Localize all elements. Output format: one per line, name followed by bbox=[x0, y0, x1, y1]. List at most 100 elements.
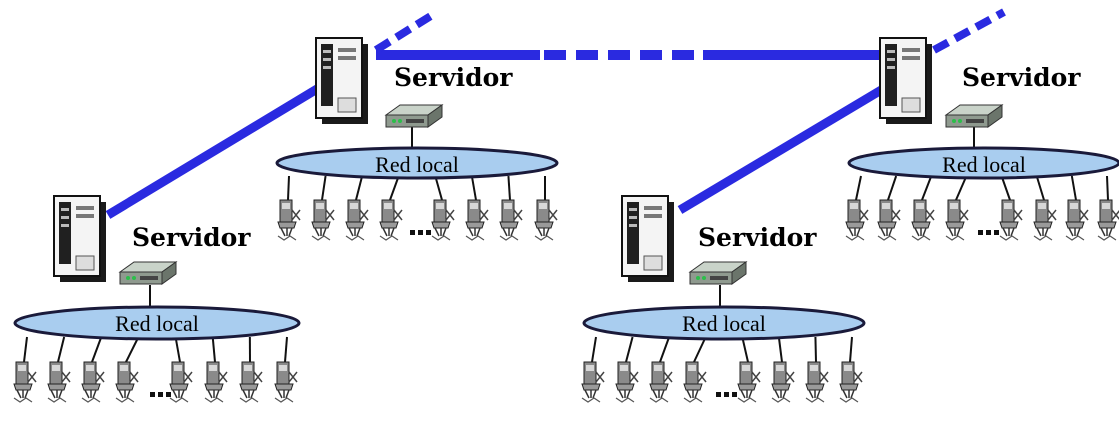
workstation-icon bbox=[649, 361, 673, 403]
lan-drop-line bbox=[1106, 175, 1109, 201]
lan-drop-line bbox=[23, 336, 28, 363]
workstation-icon bbox=[839, 361, 863, 403]
workstation-icon bbox=[465, 199, 489, 241]
lan-drop-lines bbox=[287, 175, 546, 201]
workstation-icon bbox=[845, 199, 869, 241]
lan-drop-line bbox=[591, 336, 597, 363]
workstation-icon bbox=[534, 199, 558, 241]
lan-drop-line bbox=[1070, 175, 1077, 201]
server-label: Servidor bbox=[394, 63, 513, 92]
lan-drop-line bbox=[287, 175, 290, 201]
lan-drop-line bbox=[921, 175, 933, 201]
workstation-icon bbox=[877, 199, 901, 241]
server-label: Servidor bbox=[698, 223, 817, 252]
lan-drop-line bbox=[389, 175, 400, 201]
workstation-icon bbox=[1065, 199, 1089, 241]
workstation-icon bbox=[615, 361, 639, 403]
link-node1-node2 bbox=[105, 82, 325, 219]
lan-drop-line bbox=[434, 175, 443, 201]
workstation-icon bbox=[499, 199, 523, 241]
workstation-icon bbox=[345, 199, 369, 241]
workstation-icon bbox=[277, 199, 301, 241]
workstation-icon bbox=[81, 361, 105, 403]
tower-server-icon bbox=[53, 195, 107, 283]
lan-drop-line bbox=[507, 175, 511, 201]
lan-drop-line bbox=[470, 175, 477, 201]
lan-drop-line bbox=[659, 336, 671, 363]
workstation-icon bbox=[805, 361, 829, 403]
server-label: Servidor bbox=[962, 63, 1081, 92]
lan-drop-line bbox=[1000, 175, 1011, 201]
lan-drop-line bbox=[625, 336, 634, 363]
lan-drop-line bbox=[174, 336, 181, 363]
lan-drop-line bbox=[355, 175, 364, 201]
lan-drop-line bbox=[1035, 175, 1045, 201]
link-node4-beyond bbox=[932, 8, 1006, 54]
node-2: Servidor Red local bbox=[275, 37, 559, 241]
server-label: Servidor bbox=[132, 223, 251, 252]
workstation-icon bbox=[911, 199, 935, 241]
workstation-row bbox=[277, 199, 558, 241]
ellipsis-dots-icon bbox=[410, 230, 431, 235]
network-hub-icon bbox=[119, 261, 177, 285]
lan-drop-line bbox=[741, 336, 749, 363]
ellipsis-dots-icon bbox=[716, 392, 737, 397]
workstation-icon bbox=[204, 361, 228, 403]
workstation-icon bbox=[239, 361, 263, 403]
lan-drop-line bbox=[855, 175, 862, 201]
lan-label: Red local bbox=[942, 152, 1026, 177]
workstation-icon bbox=[737, 361, 761, 403]
workstation-icon bbox=[1033, 199, 1057, 241]
node-4: Servidor Red local bbox=[845, 37, 1119, 241]
network-hub-icon bbox=[689, 261, 747, 285]
workstation-icon bbox=[311, 199, 335, 241]
tower-server-icon bbox=[879, 37, 933, 125]
lan-drop-line bbox=[955, 175, 968, 201]
network-hub-icon bbox=[385, 104, 443, 128]
ellipsis-dots-icon bbox=[978, 230, 999, 235]
workstation-row bbox=[845, 199, 1119, 241]
workstation-icon bbox=[169, 361, 193, 403]
network-hub-icon bbox=[945, 104, 1003, 128]
link-node3-node4 bbox=[677, 82, 891, 214]
workstation-icon bbox=[1097, 199, 1119, 241]
lan-drop-lines bbox=[855, 175, 1109, 201]
workstation-icon bbox=[999, 199, 1023, 241]
lan-ring bbox=[847, 146, 1119, 180]
lan-drop-line bbox=[777, 336, 783, 363]
workstation-icon bbox=[683, 361, 707, 403]
workstation-icon bbox=[47, 361, 71, 403]
workstation-icon bbox=[581, 361, 605, 403]
workstation-icon bbox=[945, 199, 969, 241]
lan-label: Red local bbox=[115, 311, 199, 336]
lan-drop-line bbox=[814, 336, 817, 363]
lan-drop-line bbox=[125, 336, 140, 363]
tower-server-icon bbox=[315, 37, 369, 125]
workstation-icon bbox=[274, 361, 298, 403]
lan-ring bbox=[582, 305, 866, 341]
lan-drop-line bbox=[849, 336, 853, 363]
lan-label: Red local bbox=[682, 311, 766, 336]
lan-drop-lines bbox=[23, 336, 288, 363]
backbone-links bbox=[105, 8, 1006, 219]
lan-drop-line bbox=[284, 336, 288, 363]
lan-ring bbox=[13, 305, 301, 341]
lan-drop-line bbox=[91, 336, 103, 363]
node-3: Servidor Red local bbox=[581, 195, 866, 403]
tower-server-icon bbox=[621, 195, 675, 283]
lan-drop-line bbox=[887, 175, 898, 201]
workstation-row bbox=[13, 361, 298, 403]
workstation-row bbox=[581, 361, 863, 403]
workstation-icon bbox=[13, 361, 37, 403]
link-node2-beyond bbox=[373, 10, 437, 54]
workstation-icon bbox=[431, 199, 455, 241]
lan-drop-line bbox=[57, 336, 66, 363]
lan-drop-line bbox=[211, 336, 216, 363]
ellipsis-dots-icon bbox=[150, 392, 171, 397]
lan-drop-lines bbox=[591, 336, 853, 363]
workstation-icon bbox=[379, 199, 403, 241]
lan-label: Red local bbox=[375, 152, 459, 177]
lan-drop-line bbox=[693, 336, 707, 363]
workstation-icon bbox=[771, 361, 795, 403]
